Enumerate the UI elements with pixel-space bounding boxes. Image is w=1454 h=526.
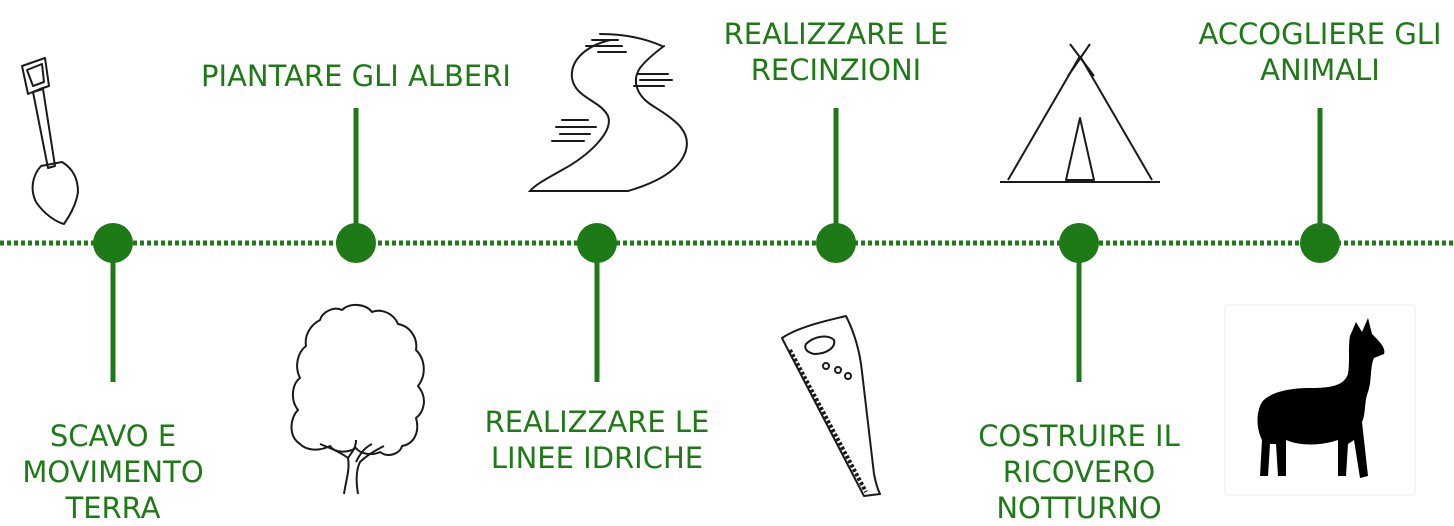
llama-icon-frame [1224,304,1416,496]
step-5-label: COSTRUIRE IL RICOVERO NOTTURNO [978,419,1180,525]
node-4 [816,223,856,263]
node-5 [1059,223,1099,263]
node-1 [93,223,133,263]
step-4-label: REALIZZARE LE RECINZIONI [723,17,949,87]
node-3 [577,223,617,263]
step-1-label: SCAVO E MOVIMENTO TERRA [22,419,204,525]
tree-icon [290,304,425,495]
llama-icon [1257,318,1385,478]
step-6-label: ACCOGLIERE GLI ANIMALI [1198,17,1442,87]
shovel-icon [21,57,79,225]
saw-icon [781,315,881,497]
node-6 [1300,223,1340,263]
step-2-label: PIANTARE GLI ALBERI [201,59,511,93]
tent-icon [1000,43,1160,183]
step-3-label: REALIZZARE LE LINEE IDRICHE [484,405,710,475]
river-icon [527,33,688,192]
node-2 [336,223,376,263]
